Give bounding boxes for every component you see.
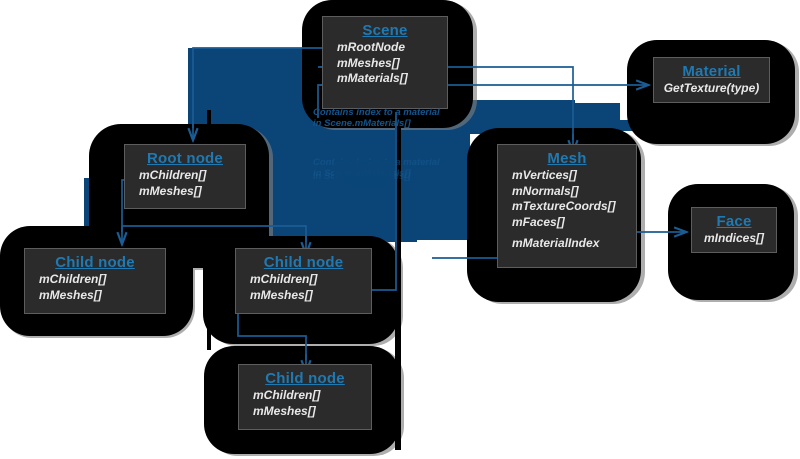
field-childmid-mchildren: mChildren[] — [250, 272, 318, 286]
field-root-mmeshes: mMeshes[] — [139, 183, 202, 198]
field-mmaterials: mMaterials[] — [337, 71, 408, 85]
entity-box-child-node-bottom[interactable]: Child node mChildren[] mMeshes[] — [238, 364, 372, 430]
entity-box-child-node-middle[interactable]: Child node mChildren[] mMeshes[] — [235, 248, 372, 314]
entity-title-child-left: Child node — [55, 254, 135, 271]
entity-title-material: Material — [682, 63, 741, 80]
field-mvertices: mVertices[] — [512, 168, 577, 182]
entity-box-mesh[interactable]: Mesh mVertices[] mNormals[] mTextureCoor… — [497, 144, 637, 268]
field-childbot-mmeshes: mMeshes[] — [253, 403, 316, 418]
entity-title-face: Face — [716, 213, 752, 230]
field-childmid-mmeshes: mMeshes[] — [250, 287, 313, 302]
field-gettexture: GetTexture(type) — [663, 81, 760, 95]
field-childleft-mmeshes: mMeshes[] — [39, 287, 102, 302]
entity-title-child-bottom: Child node — [265, 370, 345, 387]
annotation-line-1: Contains index to a material — [313, 107, 440, 118]
field-mnormals: mNormals[] — [512, 183, 579, 198]
field-mmeshes: mMeshes[] — [337, 55, 400, 70]
field-childbot-mchildren: mChildren[] — [253, 388, 321, 402]
field-mmaterialindex: mMaterialIndex — [512, 236, 600, 250]
field-root-mchildren: mChildren[] — [139, 168, 207, 182]
annotation-material-index: Contains index to a material in Scene.mM… — [313, 107, 440, 129]
entity-box-root-node[interactable]: Root node mChildren[] mMeshes[] — [124, 144, 246, 209]
entity-title-scene: Scene — [362, 22, 408, 39]
field-mrootnode: mRootNode — [337, 40, 405, 54]
field-mfaces: mFaces[] — [512, 214, 565, 229]
wire-scene-meshes — [430, 66, 574, 140]
entity-title-mesh: Mesh — [547, 150, 587, 167]
field-childleft-mchildren: mChildren[] — [39, 272, 107, 286]
entity-box-scene[interactable]: Scene mRootNode mMeshes[] mMaterials[] — [322, 16, 448, 109]
field-mtexturecoords: mTextureCoords[] — [512, 199, 616, 213]
entity-box-material[interactable]: Material GetTexture(type) — [653, 57, 770, 103]
field-mindices: mIndices[] — [703, 231, 764, 245]
entity-box-child-node-left[interactable]: Child node mChildren[] mMeshes[] — [24, 248, 166, 314]
entity-title-root-node: Root node — [147, 150, 223, 167]
entity-title-child-middle: Child node — [263, 254, 344, 271]
entity-box-face[interactable]: Face mIndices[] — [691, 207, 777, 253]
wire-scene-rootnode — [192, 47, 343, 128]
annotation-line-2: in Scene.mMaterials[] — [313, 117, 411, 129]
